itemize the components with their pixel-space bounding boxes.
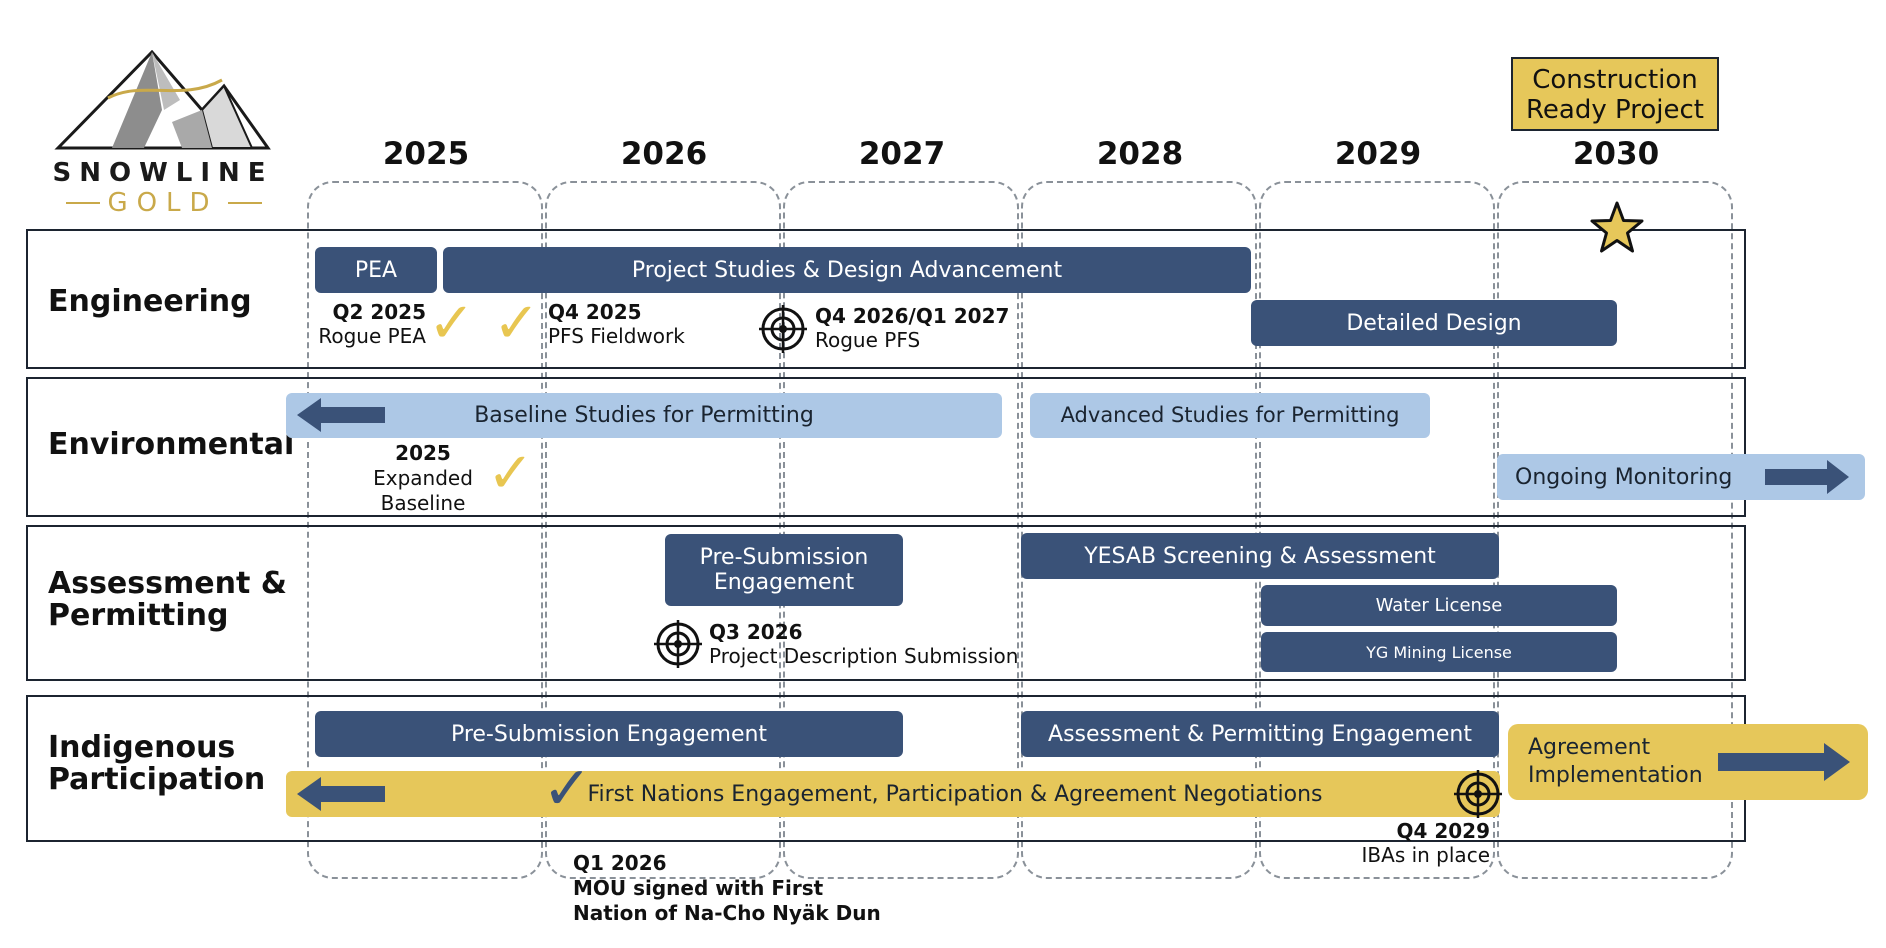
target-icon [759, 305, 807, 353]
year-2028: 2028 [1096, 136, 1184, 172]
logo-snowline-text: SNOWLINE [52, 158, 274, 188]
year-column-2030 [1497, 181, 1733, 879]
year-2029: 2029 [1334, 136, 1422, 172]
bar-yesab: YESAB Screening & Assessment [1021, 533, 1499, 579]
bar-yg-mining-license: YG Mining License [1261, 632, 1617, 672]
year-column-2028 [1021, 181, 1257, 879]
row-label-engineering: Engineering [48, 284, 252, 319]
arrow-left-icon [297, 777, 385, 811]
bar-advanced-studies: Advanced Studies for Permitting [1030, 393, 1430, 438]
mountain-logo-icon [54, 50, 271, 150]
bar-detailed-design: Detailed Design [1251, 300, 1617, 346]
row-label-environmental: Environmental [48, 427, 295, 462]
bar-water-license: Water License [1261, 585, 1617, 626]
year-2030: 2030 [1572, 136, 1660, 172]
row-environmental [26, 377, 1746, 517]
check-icon: ✓ [487, 441, 534, 506]
year-2027: 2027 [858, 136, 946, 172]
target-icon [1454, 770, 1502, 818]
arrow-right-icon [1765, 460, 1849, 494]
logo-gold-text: GOLD [52, 188, 274, 218]
row-assessment [26, 525, 1746, 681]
snowline-logo: SNOWLINE GOLD [52, 50, 274, 220]
year-column-2026 [545, 181, 781, 879]
year-2026: 2026 [620, 136, 708, 172]
year-2025: 2025 [382, 136, 470, 172]
check-icon: ✓ [542, 754, 593, 824]
construction-ready-callout: Construction Ready Project [1511, 57, 1719, 131]
check-icon: ✓ [428, 291, 475, 356]
bar-project-studies: Project Studies & Design Advancement [443, 247, 1251, 293]
bar-baseline-studies: Baseline Studies for Permitting [286, 393, 1002, 438]
bar-assessment-permitting-engagement: Assessment & Permitting Engagement [1021, 711, 1499, 757]
row-engineering [26, 229, 1746, 369]
star-icon [1590, 201, 1644, 253]
bar-pre-submission-engagement-indigenous: Pre-Submission Engagement [315, 711, 903, 757]
bar-first-nations-engagement: First Nations Engagement, Participation … [286, 771, 1500, 817]
target-icon [654, 620, 702, 668]
arrow-right-icon [1718, 743, 1850, 781]
bar-pea: PEA [315, 247, 437, 293]
year-column-2025 [307, 181, 543, 879]
bar-ongoing-monitoring: Ongoing Monitoring [1497, 454, 1865, 500]
year-column-2027 [783, 181, 1019, 879]
check-icon: ✓ [493, 291, 540, 356]
arrow-left-icon [297, 398, 385, 432]
year-column-2029 [1259, 181, 1495, 879]
row-label-assessment: Assessment &Permitting [48, 566, 287, 633]
